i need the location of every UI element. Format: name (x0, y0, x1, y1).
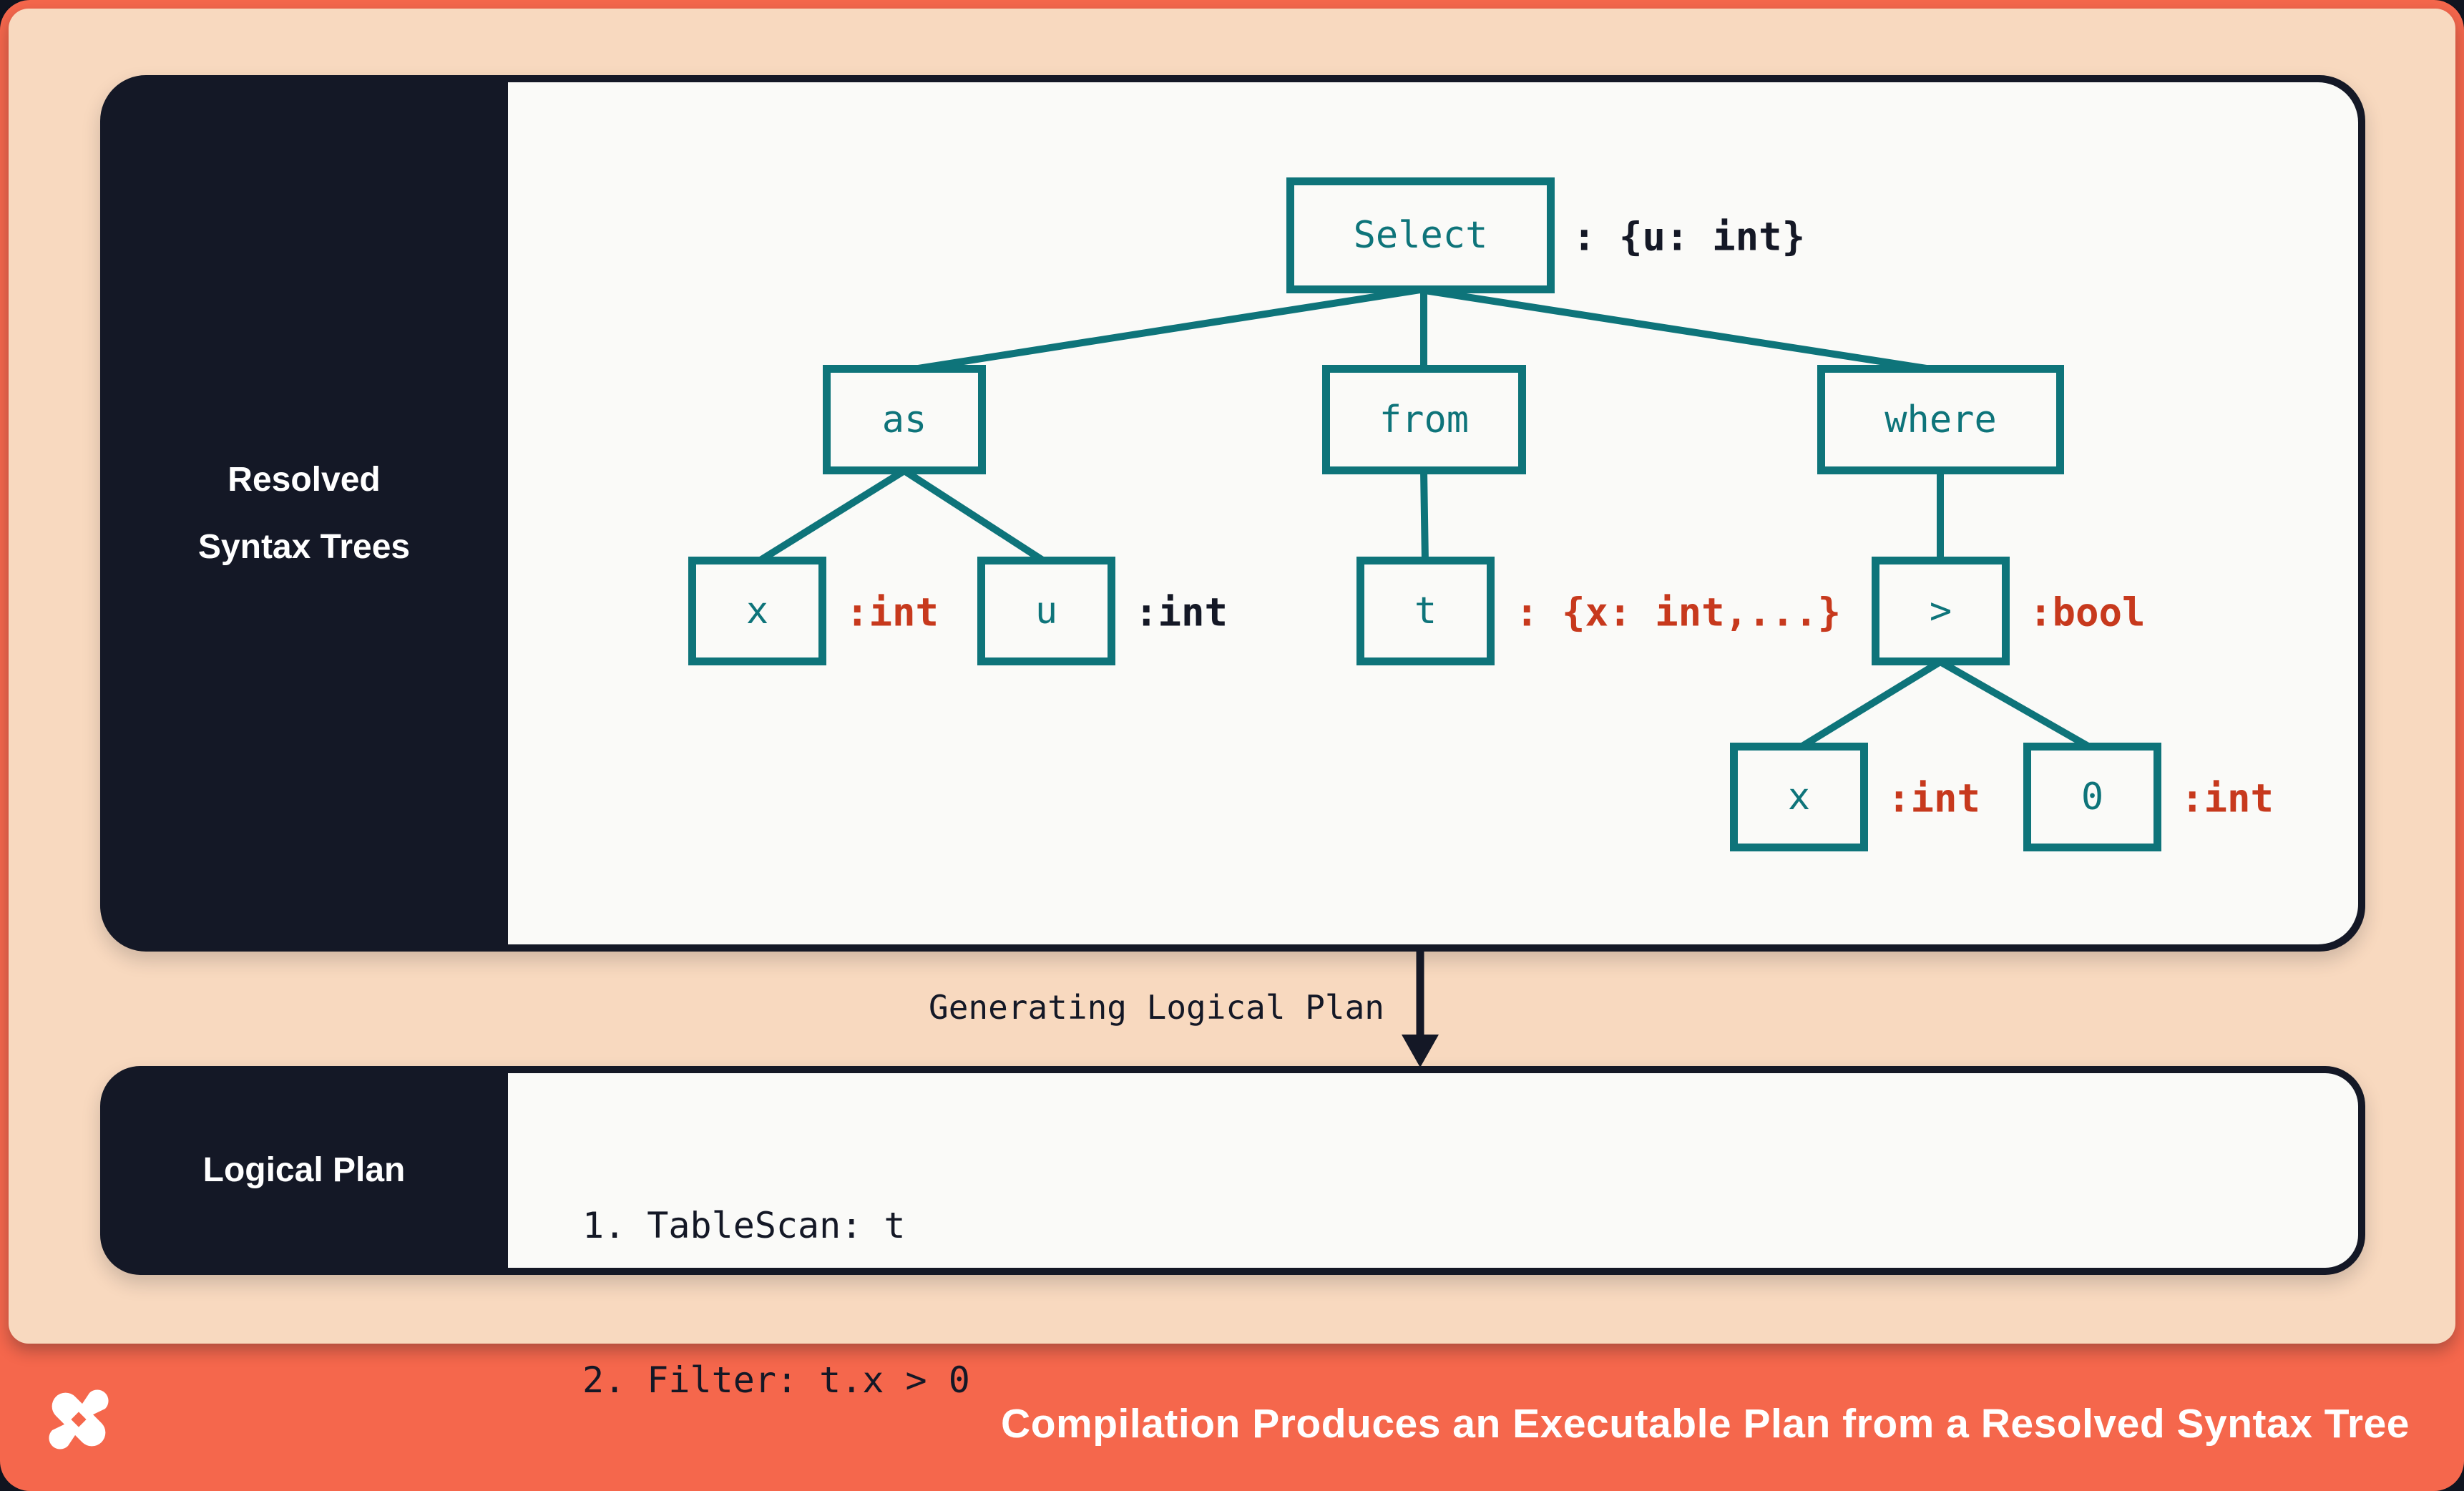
node-u-label: u (1035, 590, 1058, 632)
type-annotation-t: : {x: int,...} (1515, 590, 1842, 635)
node-x2-label: x (1787, 776, 1811, 818)
resolved-title-line1: Resolved (228, 460, 381, 499)
resolved-card-sidebar: Resolved Syntax Trees (100, 75, 508, 952)
node-gt-label: > (1929, 590, 1952, 632)
logical-plan-card: Logical Plan (100, 1066, 2365, 1275)
tree-node-t: t (1356, 557, 1495, 665)
logical-card-sidebar: Logical Plan (100, 1066, 508, 1275)
resolved-card-title: Resolved Syntax Trees (198, 446, 410, 580)
type-annotation-greater-than: :bool (2029, 590, 2146, 635)
type-annotation-x-operand: :int (1887, 776, 1981, 821)
type-annotation-x-as: :int (846, 590, 939, 635)
logical-card-title: Logical Plan (202, 1151, 406, 1190)
logical-plan-steps: 1. TableScan: t 2. Filter: t.x > 0 3. Pr… (582, 1097, 1077, 1491)
type-annotation-u: :int (1135, 590, 1228, 635)
logical-step-1: 1. TableScan: t (582, 1205, 906, 1246)
tree-node-from: from (1322, 365, 1526, 474)
node-t-label: t (1414, 590, 1437, 632)
logical-card-content (508, 1073, 2358, 1268)
brand-pinwheel-logo-icon (49, 1389, 109, 1450)
node-x1-label: x (745, 590, 769, 632)
type-annotation-zero: :int (2181, 776, 2274, 821)
node-where-label: where (1884, 398, 1997, 441)
tree-node-u: u (977, 557, 1115, 665)
node-zero-label: 0 (2081, 776, 2104, 818)
tree-node-as: as (823, 365, 986, 474)
node-from-label: from (1379, 398, 1470, 441)
resolved-title-line2: Syntax Trees (197, 527, 411, 566)
tree-node-x-operand: x (1730, 743, 1868, 851)
tree-node-x-as: x (688, 557, 826, 665)
node-select-label: Select (1353, 214, 1488, 257)
logical-step-2: 2. Filter: t.x > 0 (582, 1359, 970, 1401)
tree-node-greater-than: > (1872, 557, 2010, 665)
node-as-label: as (881, 398, 927, 441)
tree-node-where: where (1817, 365, 2064, 474)
transition-label: Generating Logical Plan (929, 988, 1384, 1027)
type-annotation-select: : {u: int} (1573, 214, 1806, 260)
tree-node-zero: 0 (2023, 743, 2161, 851)
tree-node-select: Select (1286, 177, 1555, 293)
footer-caption: Compilation Produces an Executable Plan … (1001, 1401, 2410, 1447)
